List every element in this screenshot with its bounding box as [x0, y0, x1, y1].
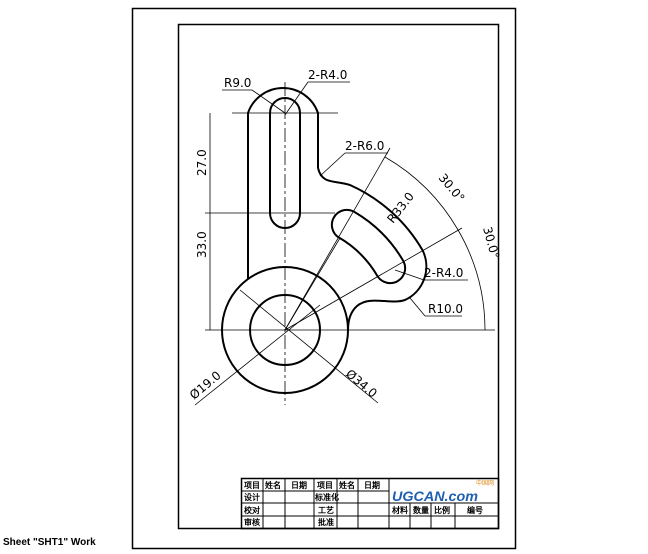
dim-dia-34: Ø34.0 — [343, 367, 380, 401]
outer-border — [131, 7, 517, 550]
title-block — [240, 477, 500, 530]
tb-date: 日期 — [291, 480, 307, 490]
tb-review: 审核 — [244, 517, 260, 527]
tb-material: 材料 — [392, 505, 408, 515]
logo: UGCAN.com — [392, 488, 478, 504]
dim-angle-top: 30.0° — [436, 171, 468, 205]
dim-len-33: 33.0 — [195, 231, 209, 258]
dim-arc-slot-r4: 2-R4.0 — [424, 266, 463, 280]
centerlines — [205, 82, 495, 405]
tb-design: 设计 — [244, 492, 260, 502]
tb-process: 工艺 — [318, 505, 334, 515]
tb-name: 姓名 — [264, 480, 281, 490]
dim-slot-r4: 2-R4.0 — [308, 68, 347, 82]
tb-item-2: 项目 — [317, 481, 333, 490]
dim-fillet-r6: 2-R6.0 — [345, 139, 384, 153]
dim-r9: R9.0 — [224, 76, 251, 90]
part-outline — [221, 87, 428, 394]
dim-len-27: 27.0 — [195, 149, 209, 176]
sheet-label: Sheet "SHT1" Work — [3, 537, 96, 548]
tb-name-2: 姓名 — [338, 480, 355, 490]
dimension-lines — [194, 81, 486, 406]
dim-r10: R10.0 — [428, 302, 463, 316]
tb-check: 校对 — [244, 505, 260, 515]
tb-scale: 比例 — [434, 505, 450, 515]
tb-number: 编号 — [467, 505, 483, 515]
tb-item: 项目 — [244, 481, 260, 490]
tb-date-2: 日期 — [364, 480, 380, 490]
logo-sub: 中国网 — [476, 479, 494, 487]
tb-standard: 标准化 — [314, 492, 339, 502]
tb-quantity: 数量 — [413, 505, 429, 515]
tb-approve: 批准 — [318, 517, 334, 527]
